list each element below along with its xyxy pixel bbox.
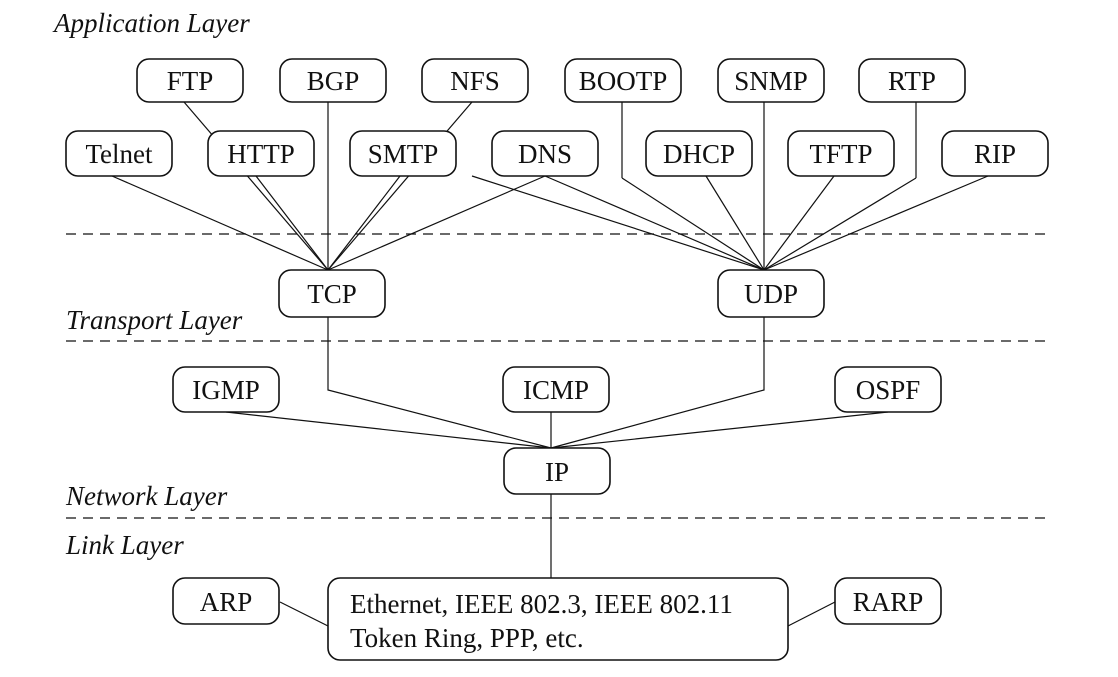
node-ftp: FTP (136, 58, 244, 103)
node-tftp: TFTP (787, 130, 895, 177)
node-bgp-label: BGP (307, 66, 360, 96)
node-dhcp: DHCP (645, 130, 753, 177)
node-smtp: SMTP (349, 130, 457, 177)
edge-ftp-tcp (183, 101, 329, 271)
node-dns: DNS (491, 130, 599, 177)
node-link-technologies: Ethernet, IEEE 802.3, IEEE 802.11 Token … (327, 577, 789, 661)
node-ftp-label: FTP (167, 66, 214, 96)
connections (111, 101, 989, 627)
node-snmp-label: SNMP (734, 66, 808, 96)
node-bootp: BOOTP (564, 58, 682, 103)
node-rtp-label: RTP (888, 66, 936, 96)
node-http-label: HTTP (227, 139, 295, 169)
node-bgp: BGP (279, 58, 387, 103)
edge-smtp-tcp (327, 175, 401, 271)
edge-dns-tcp (327, 175, 546, 271)
node-tcp-label: TCP (307, 279, 357, 309)
node-ip-label: IP (545, 457, 569, 487)
edge-rip-udp (763, 175, 989, 271)
node-rip: RIP (941, 130, 1049, 177)
node-igmp-label: IGMP (192, 375, 260, 405)
node-link-line1: Ethernet, IEEE 802.3, IEEE 802.11 (350, 589, 733, 619)
layer-label-transport: Transport Layer (66, 305, 243, 335)
edge-igmp-ip (225, 411, 552, 449)
node-dns-label: DNS (518, 139, 572, 169)
node-udp-label: UDP (744, 279, 798, 309)
node-icmp: ICMP (502, 366, 610, 413)
edge-dns-udp (544, 175, 765, 271)
node-ospf-label: OSPF (856, 375, 921, 405)
edge-tftp-udp (763, 175, 835, 271)
node-tcp: TCP (278, 269, 386, 318)
node-telnet: Telnet (65, 130, 173, 177)
node-link-line2: Token Ring, PPP, etc. (350, 623, 584, 653)
node-rarp-label: RARP (853, 587, 924, 617)
edge-http-tcp (255, 175, 329, 271)
layer-labels: Application Layer Transport Layer Networ… (52, 8, 250, 560)
node-snmp: SNMP (717, 58, 825, 103)
edge-rarp-link (787, 601, 836, 627)
node-rtp: RTP (858, 58, 966, 103)
edge-dhcp-udp (705, 175, 765, 271)
node-icmp-label: ICMP (523, 375, 589, 405)
layer-dividers (66, 233, 1048, 519)
node-nfs: NFS (421, 58, 529, 103)
node-nfs-label: NFS (450, 66, 500, 96)
edge-rtp-udp-2 (763, 177, 917, 271)
node-tftp-label: TFTP (809, 139, 872, 169)
node-ospf: OSPF (834, 366, 942, 413)
layer-label-application: Application Layer (52, 8, 250, 38)
edge-telnet-tcp (111, 175, 329, 271)
edge-bootp-udp-2 (621, 177, 765, 271)
node-http: HTTP (207, 130, 315, 177)
node-rip-label: RIP (974, 139, 1016, 169)
edge-nfs-tcp (327, 101, 473, 271)
node-arp-label: ARP (200, 587, 253, 617)
node-smtp-label: SMTP (368, 139, 439, 169)
node-bootp-label: BOOTP (579, 66, 668, 96)
edge-nfs-udp (471, 175, 765, 271)
node-arp: ARP (172, 577, 280, 625)
edge-ospf-ip (550, 411, 889, 449)
node-dhcp-label: DHCP (663, 139, 735, 169)
node-udp: UDP (717, 269, 825, 318)
node-telnet-label: Telnet (85, 139, 153, 169)
node-ip: IP (503, 447, 611, 495)
node-igmp: IGMP (172, 366, 280, 413)
node-rarp: RARP (834, 577, 942, 625)
layer-label-link: Link Layer (65, 530, 184, 560)
layer-label-network: Network Layer (65, 481, 228, 511)
edge-arp-link (279, 601, 329, 627)
